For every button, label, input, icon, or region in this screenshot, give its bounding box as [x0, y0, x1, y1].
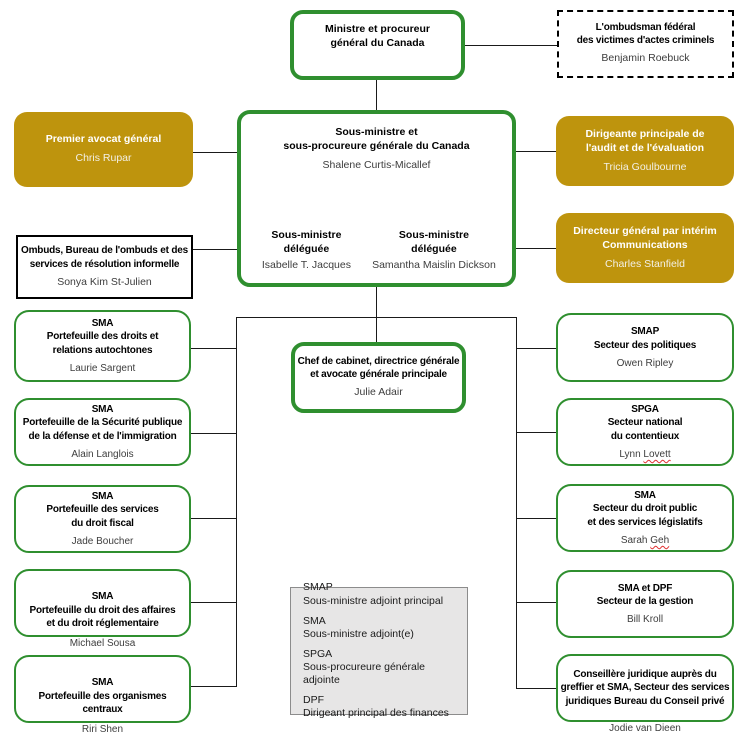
connector — [516, 602, 556, 603]
node-deputy-delegate: Sous-ministre déléguée Isabelle T. Jacqu… — [249, 229, 364, 273]
node-title: Portefeuille des services du droit fisca… — [46, 504, 159, 529]
legend-item: DPF Dirigeant principal des finances — [303, 694, 449, 720]
node-person: Sarah Geh — [620, 534, 670, 546]
node-sma-droit-public: SMA Secteur du droit public et des servi… — [556, 484, 734, 552]
node-person: Riri Shen — [81, 724, 124, 735]
node-person: Michael Sousa — [69, 638, 136, 649]
node-title: Directeur général par intérim Communicat… — [573, 224, 717, 251]
legend-item: SMAP Sous-ministre adjoint principal — [303, 581, 444, 607]
spellcheck-underline: Geh — [650, 534, 670, 546]
node-person: Sonya Kim St-Julien — [57, 275, 152, 288]
legend-item: SMA Sous-ministre adjoint(e) — [303, 614, 414, 640]
node-person: Shalene Curtis-Micallef — [322, 158, 431, 171]
node-abbr: SMA et DPF — [617, 582, 673, 594]
node-communications: Directeur général par intérim Communicat… — [556, 213, 734, 283]
node-title: Portefeuille de la Sécurité publique de … — [22, 417, 183, 442]
node-person: Tricia Goulbourne — [603, 160, 687, 173]
legend-item: SPGA Sous-procureure générale adjointe — [303, 647, 425, 687]
node-person: Lynn Lovett — [619, 448, 671, 460]
connector — [191, 348, 236, 349]
node-title: Premier avocat général — [45, 133, 162, 146]
connector — [236, 317, 237, 687]
node-title: Secteur du droit public et des services … — [587, 503, 703, 528]
node-person: Chris Rupar — [75, 152, 132, 165]
connector — [516, 518, 556, 519]
node-sma-droit-affaires: SMA Portefeuille du droit des affaires e… — [14, 569, 191, 637]
node-abbr: SMA — [91, 591, 114, 603]
connector — [516, 317, 517, 689]
connector — [376, 80, 377, 110]
node-title: Sous-ministre et sous-procureure général… — [283, 126, 470, 152]
node-title: Chef de cabinet, directrice générale et … — [297, 355, 460, 381]
node-sma-droits-autochtones: SMA Portefeuille des droits et relations… — [14, 310, 191, 382]
deputy-delegates: Sous-ministre déléguée Isabelle T. Jacqu… — [249, 229, 504, 273]
node-title: Sous-ministre déléguée — [398, 228, 469, 255]
connector — [516, 688, 556, 689]
node-title: Sous-ministre déléguée — [271, 228, 342, 255]
node-federal-ombudsman: L'ombudsman fédéral des victimes d'actes… — [557, 10, 734, 78]
node-title: Portefeuille des organismes centraux — [38, 690, 167, 715]
node-sma-dpf-gestion: SMA et DPF Secteur de la gestion Bill Kr… — [556, 570, 734, 638]
node-smap-politiques: SMAP Secteur des politiques Owen Ripley — [556, 313, 734, 382]
connector — [465, 45, 557, 46]
node-conseillere-juridique: Conseillère juridique auprès du greffier… — [556, 654, 734, 722]
node-person: Jodie van Dieen — [609, 723, 681, 734]
node-premier-avocat-general: Premier avocat général Chris Rupar — [14, 112, 193, 187]
node-abbr: SMA — [634, 490, 656, 502]
node-title: Portefeuille des droits et relations aut… — [46, 331, 159, 356]
connector — [191, 152, 237, 153]
connector — [193, 249, 237, 250]
node-title: Conseillère juridique auprès du greffier… — [560, 669, 730, 707]
connector — [516, 151, 556, 152]
node-abbr: SMA — [91, 404, 114, 416]
node-title: Secteur des politiques — [593, 339, 697, 351]
node-title: Ombuds, Bureau de l'ombuds et des servic… — [21, 245, 188, 270]
node-sma-organismes-centraux: SMA Portefeuille des organismes centraux — [14, 655, 191, 723]
node-person: Jade Boucher — [71, 535, 134, 547]
node-person: Isabelle T. Jacques — [261, 259, 351, 272]
node-sma-droit-fiscal: SMA Portefeuille des services du droit f… — [14, 485, 191, 553]
node-deputy-delegate: Sous-ministre déléguée Samantha Maislin … — [364, 229, 504, 273]
connector — [236, 317, 517, 318]
node-title: Dirigeante principale de l'audit et de l… — [585, 127, 705, 154]
node-abbr: SMA — [91, 491, 114, 503]
node-title: Portefeuille du droit des affaires et du… — [29, 604, 176, 629]
node-person: Alain Langlois — [71, 448, 134, 460]
node-person: Julie Adair — [354, 386, 403, 399]
connector — [516, 348, 556, 349]
node-person: Charles Stanfield — [605, 257, 685, 270]
node-minister: Ministre et procureur général du Canada — [290, 10, 465, 80]
node-person: Laurie Sargent — [69, 362, 136, 374]
node-spga-contentieux: SPGA Secteur national du contentieux Lyn… — [556, 398, 734, 466]
node-title: Secteur de la gestion — [596, 596, 694, 607]
connector — [516, 432, 556, 433]
connector — [191, 518, 236, 519]
node-ombuds-bureau: Ombuds, Bureau de l'ombuds et des servic… — [16, 235, 193, 299]
node-person: Benjamin Roebuck — [601, 52, 690, 65]
connector — [191, 433, 236, 434]
node-abbr: SPGA — [631, 404, 659, 416]
node-abbr: SMAP — [630, 326, 660, 338]
node-title: Secteur national du contentieux — [607, 417, 683, 442]
node-title: L'ombudsman fédéral des victimes d'actes… — [576, 22, 715, 47]
connector — [376, 287, 377, 342]
node-abbr: SMA — [91, 677, 114, 689]
legend: SMAP Sous-ministre adjoint principal SMA… — [290, 581, 468, 719]
node-person: Bill Kroll — [626, 614, 664, 626]
node-person: Samantha Maislin Dickson — [372, 259, 496, 272]
node-chief-of-staff: Chef de cabinet, directrice générale et … — [291, 342, 466, 413]
spellcheck-underline: Lovett — [643, 448, 671, 460]
connector — [191, 602, 236, 603]
node-deputy-minister: Sous-ministre et sous-procureure général… — [237, 110, 516, 287]
node-sma-securite-publique: SMA Portefeuille de la Sécurité publique… — [14, 398, 191, 466]
node-title: Ministre et procureur général du Canada — [324, 23, 431, 49]
connector — [516, 248, 556, 249]
connector — [191, 686, 236, 687]
node-abbr: SMA — [91, 318, 114, 330]
node-person: Owen Ripley — [616, 357, 674, 369]
node-audit-evaluation: Dirigeante principale de l'audit et de l… — [556, 116, 734, 186]
